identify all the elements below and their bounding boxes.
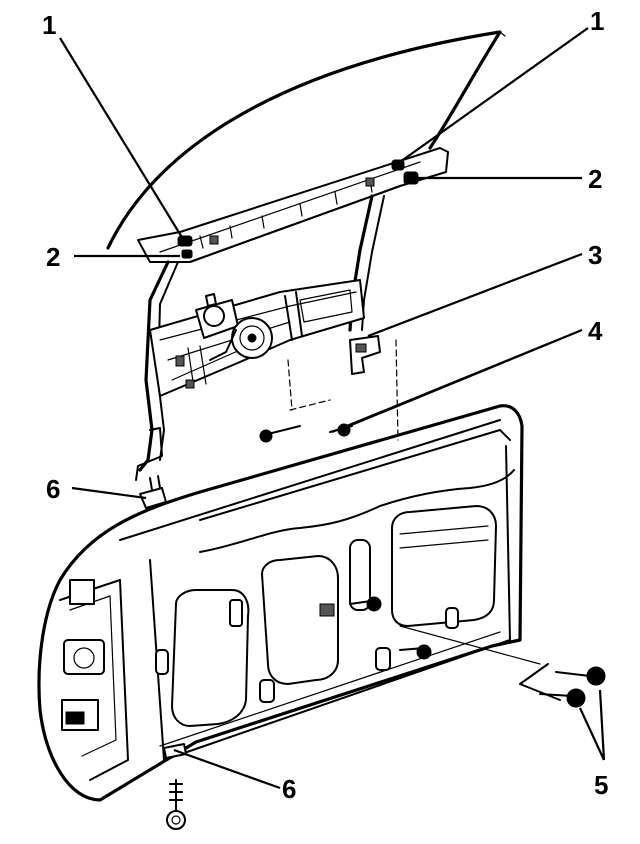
regulator-bolts (259, 423, 353, 443)
callout-2-left: 2 (46, 242, 60, 272)
callout-4: 4 (588, 316, 603, 346)
callout-5: 5 (594, 770, 608, 800)
window-glass (106, 30, 506, 250)
window-sash-channel (137, 147, 449, 263)
leader-lines (59, 27, 606, 790)
door-inner-panel (37, 404, 541, 802)
callout-2-right: 2 (588, 164, 602, 194)
callout-3: 3 (588, 240, 602, 270)
callout-6-lower: 6 (282, 774, 296, 804)
callout-1-right: 1 (590, 6, 604, 36)
mounting-bolts (349, 596, 606, 708)
bottom-bolt (166, 779, 186, 830)
window-regulator (135, 194, 399, 481)
callout-1-left: 1 (42, 10, 56, 40)
callout-6-upper: 6 (46, 474, 60, 504)
callout-labels: 1 1 2 2 3 4 5 6 6 (42, 6, 608, 804)
